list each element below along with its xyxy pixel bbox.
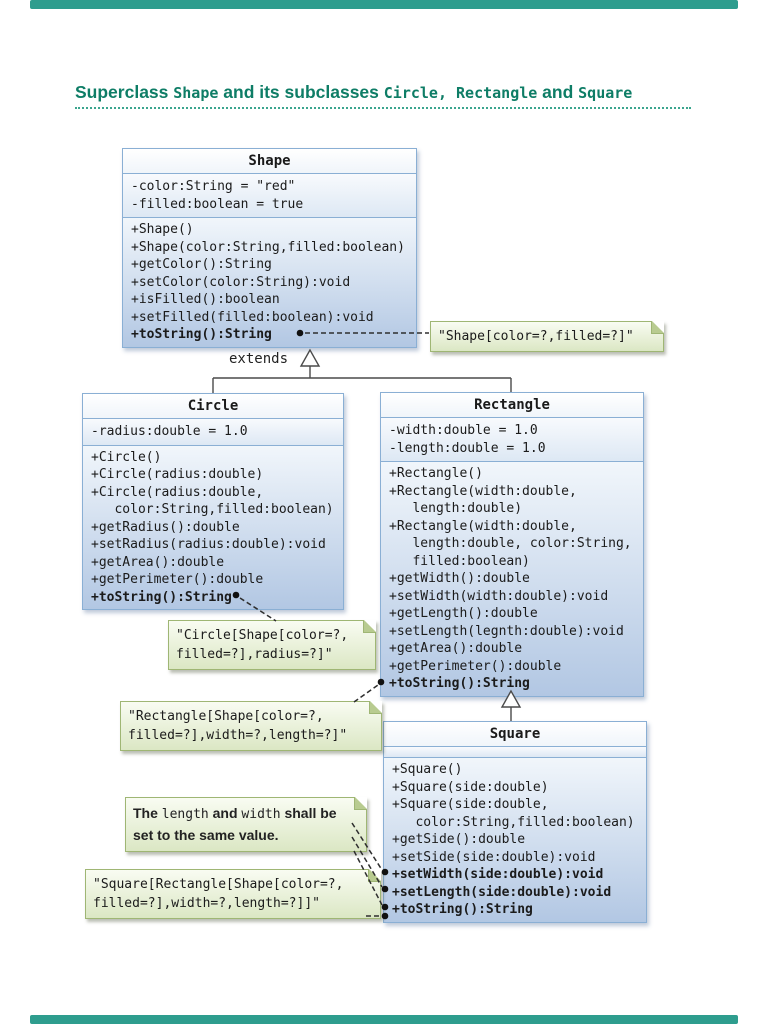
note-square-tostring-text: "Square[Rectangle[Shape[color=?,filled=?… — [93, 877, 344, 911]
class-box-shape: Shape -color:String = "red"-filled:boole… — [122, 148, 417, 348]
class-title-shape: Shape — [123, 149, 416, 174]
note-fold-icon — [363, 620, 376, 633]
extends-label: extends — [229, 351, 289, 367]
rectangle-note-connector — [353, 684, 379, 703]
note-fold-icon — [354, 797, 367, 810]
class-methods-shape: +Shape()+Shape(color:String,filled:boole… — [123, 218, 416, 347]
class-box-circle: Circle -radius:double = 1.0 +Circle()+Ci… — [82, 393, 344, 610]
class-attributes-circle: -radius:double = 1.0 — [83, 419, 343, 446]
class-methods-circle: +Circle()+Circle(radius:double)+Circle(r… — [83, 445, 343, 609]
page-title: Superclass Shape and its subclasses Circ… — [75, 82, 691, 109]
note-fold-icon — [651, 321, 664, 334]
class-methods-square: +Square()+Square(side:double)+Square(sid… — [384, 758, 646, 922]
note-fold-icon — [369, 701, 382, 714]
bottom-accent-bar — [30, 1015, 738, 1024]
class-title-rectangle: Rectangle — [381, 393, 643, 418]
class-attributes-square — [384, 747, 646, 758]
note-shape-tostring-text: "Shape[color=?,filled=?]" — [438, 329, 634, 344]
note-circle-tostring: "Circle[Shape[color=?,filled=?],radius=?… — [168, 620, 376, 670]
class-box-rectangle: Rectangle -width:double = 1.0-length:dou… — [380, 392, 644, 697]
class-title-square: Square — [384, 722, 646, 747]
class-attributes-rectangle: -width:double = 1.0-length:double = 1.0 — [381, 418, 643, 462]
class-title-circle: Circle — [83, 394, 343, 419]
class-methods-rectangle: +Rectangle()+Rectangle(width:double, len… — [381, 462, 643, 696]
class-attributes-shape: -color:String = "red"-filled:boolean = t… — [123, 174, 416, 218]
note-rectangle-tostring-text: "Rectangle[Shape[color=?,filled=?],width… — [128, 709, 348, 743]
note-circle-tostring-text: "Circle[Shape[color=?,filled=?],radius=?… — [176, 628, 349, 662]
note-rectangle-tostring: "Rectangle[Shape[color=?,filled=?],width… — [120, 701, 382, 751]
note-shape-tostring: "Shape[color=?,filled=?]" — [430, 321, 664, 352]
top-accent-bar — [30, 0, 738, 9]
note-square-tostring: "Square[Rectangle[Shape[color=?,filled=?… — [85, 869, 381, 919]
note-fold-icon — [368, 869, 381, 882]
inheritance-connector — [212, 366, 512, 393]
shape-inheritance-arrowhead — [299, 348, 321, 367]
class-box-square: Square +Square()+Square(side:double)+Squ… — [383, 721, 647, 923]
